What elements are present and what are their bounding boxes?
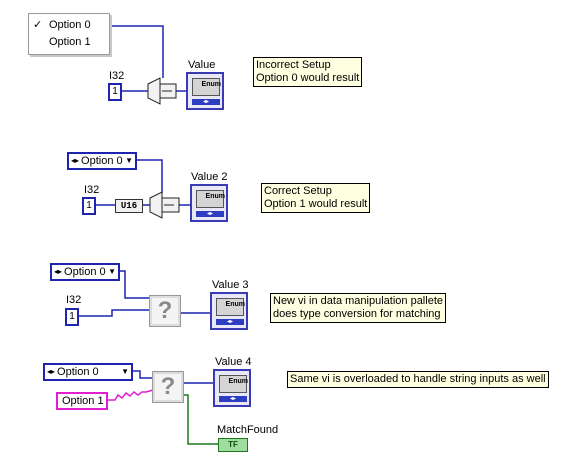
enum-wire: [135, 159, 163, 193]
note-line: Correct Setup: [264, 185, 332, 197]
comment-note: Same vi is overloaded to handle string i…: [287, 371, 549, 388]
type-label: I32: [109, 70, 125, 82]
numeric-constant[interactable]: 1: [108, 83, 122, 101]
menu-item-option-0[interactable]: ✓ Option 0: [29, 17, 109, 33]
enum-arrows-icon: ◂▸: [47, 367, 56, 376]
enum-indicator[interactable]: Enum ◂▸: [210, 292, 248, 330]
enum-value: Option 0: [57, 366, 99, 378]
enum-tag: Enum: [201, 81, 221, 88]
enum-constant[interactable]: ◂▸Option 0 ▼: [50, 263, 120, 281]
ring-popup-menu[interactable]: ✓ Option 0 Option 1: [28, 13, 110, 55]
enum-indicator[interactable]: Enum ◂▸: [186, 72, 224, 110]
enum-wire: [108, 25, 164, 78]
indicator-label: Value: [188, 59, 216, 71]
enum-tag: Enum: [205, 193, 225, 200]
enum-wire: [117, 270, 150, 299]
enum-arrows-icon: ◂▸: [192, 99, 220, 105]
check-icon: ✓: [33, 19, 43, 31]
enum-indicator[interactable]: Enum ◂▸: [190, 184, 228, 222]
chevron-down-icon: ▼: [125, 156, 133, 165]
note-line: Option 1 would result: [264, 198, 368, 210]
comment-note: Correct Setup Option 1 would result: [261, 183, 371, 213]
enum-display: [216, 298, 244, 316]
unknown-vi-node[interactable]: ?: [152, 371, 184, 403]
chevron-down-icon: ▼: [121, 367, 129, 376]
enum-display: [192, 78, 220, 96]
enum-display: [219, 375, 247, 393]
bool-wire: [183, 394, 218, 445]
comment-note: Incorrect Setup Option 0 would result: [253, 57, 363, 87]
note-line: New vi in data manipulation pallete: [273, 295, 443, 307]
question-icon: ?: [157, 297, 173, 324]
enum-arrows-icon: ◂▸: [54, 267, 63, 276]
enum-indicator[interactable]: Enum ◂▸: [213, 369, 251, 407]
note-line: Same vi is overloaded to handle string i…: [290, 373, 546, 385]
case-selector-icon: [147, 77, 177, 105]
case-selector-icon: [149, 191, 180, 219]
numeric-wire: [78, 309, 150, 317]
enum-wire: [133, 370, 153, 379]
menu-item-option-1[interactable]: Option 1: [29, 34, 109, 50]
enum-arrows-icon: ◂▸: [219, 396, 247, 402]
string-wire: [106, 389, 154, 401]
type-label: I32: [84, 184, 100, 196]
boolean-indicator[interactable]: TF: [218, 438, 248, 452]
enum-tag: Enum: [225, 301, 245, 308]
question-icon: ?: [160, 373, 176, 400]
enum-arrows-icon: ◂▸: [196, 211, 224, 217]
menu-item-label: Option 1: [49, 36, 91, 48]
string-constant[interactable]: Option 1: [56, 392, 108, 410]
unknown-vi-node[interactable]: ?: [149, 295, 181, 327]
tf-tag: TF: [228, 440, 238, 449]
enum-value: Option 0: [64, 266, 106, 278]
enum-arrows-icon: ◂▸: [71, 156, 80, 165]
numeric-constant[interactable]: 1: [82, 197, 96, 215]
enum-constant[interactable]: ◂▸Option 0 ▼: [67, 152, 137, 170]
chevron-down-icon: ▼: [108, 267, 116, 276]
indicator-label: Value 2: [191, 171, 228, 183]
note-line: does type conversion for matching: [273, 308, 441, 320]
enum-tag: Enum: [228, 378, 248, 385]
enum-constant[interactable]: ◂▸Option 0 ▼: [43, 363, 133, 381]
enum-value: Option 0: [81, 155, 123, 167]
indicator-label: Value 3: [212, 279, 249, 291]
conversion-node[interactable]: U16: [115, 199, 143, 213]
comment-note: New vi in data manipulation pallete does…: [270, 293, 446, 323]
note-line: Incorrect Setup: [256, 59, 331, 71]
bool-indicator-label: MatchFound: [217, 424, 279, 436]
menu-item-label: Option 0: [49, 19, 91, 31]
numeric-constant[interactable]: 1: [65, 308, 79, 326]
enum-arrows-icon: ◂▸: [216, 319, 244, 325]
note-line: Option 0 would result: [256, 72, 360, 84]
enum-display: [196, 190, 224, 208]
type-label: I32: [66, 294, 82, 306]
indicator-label: Value 4: [215, 356, 252, 368]
